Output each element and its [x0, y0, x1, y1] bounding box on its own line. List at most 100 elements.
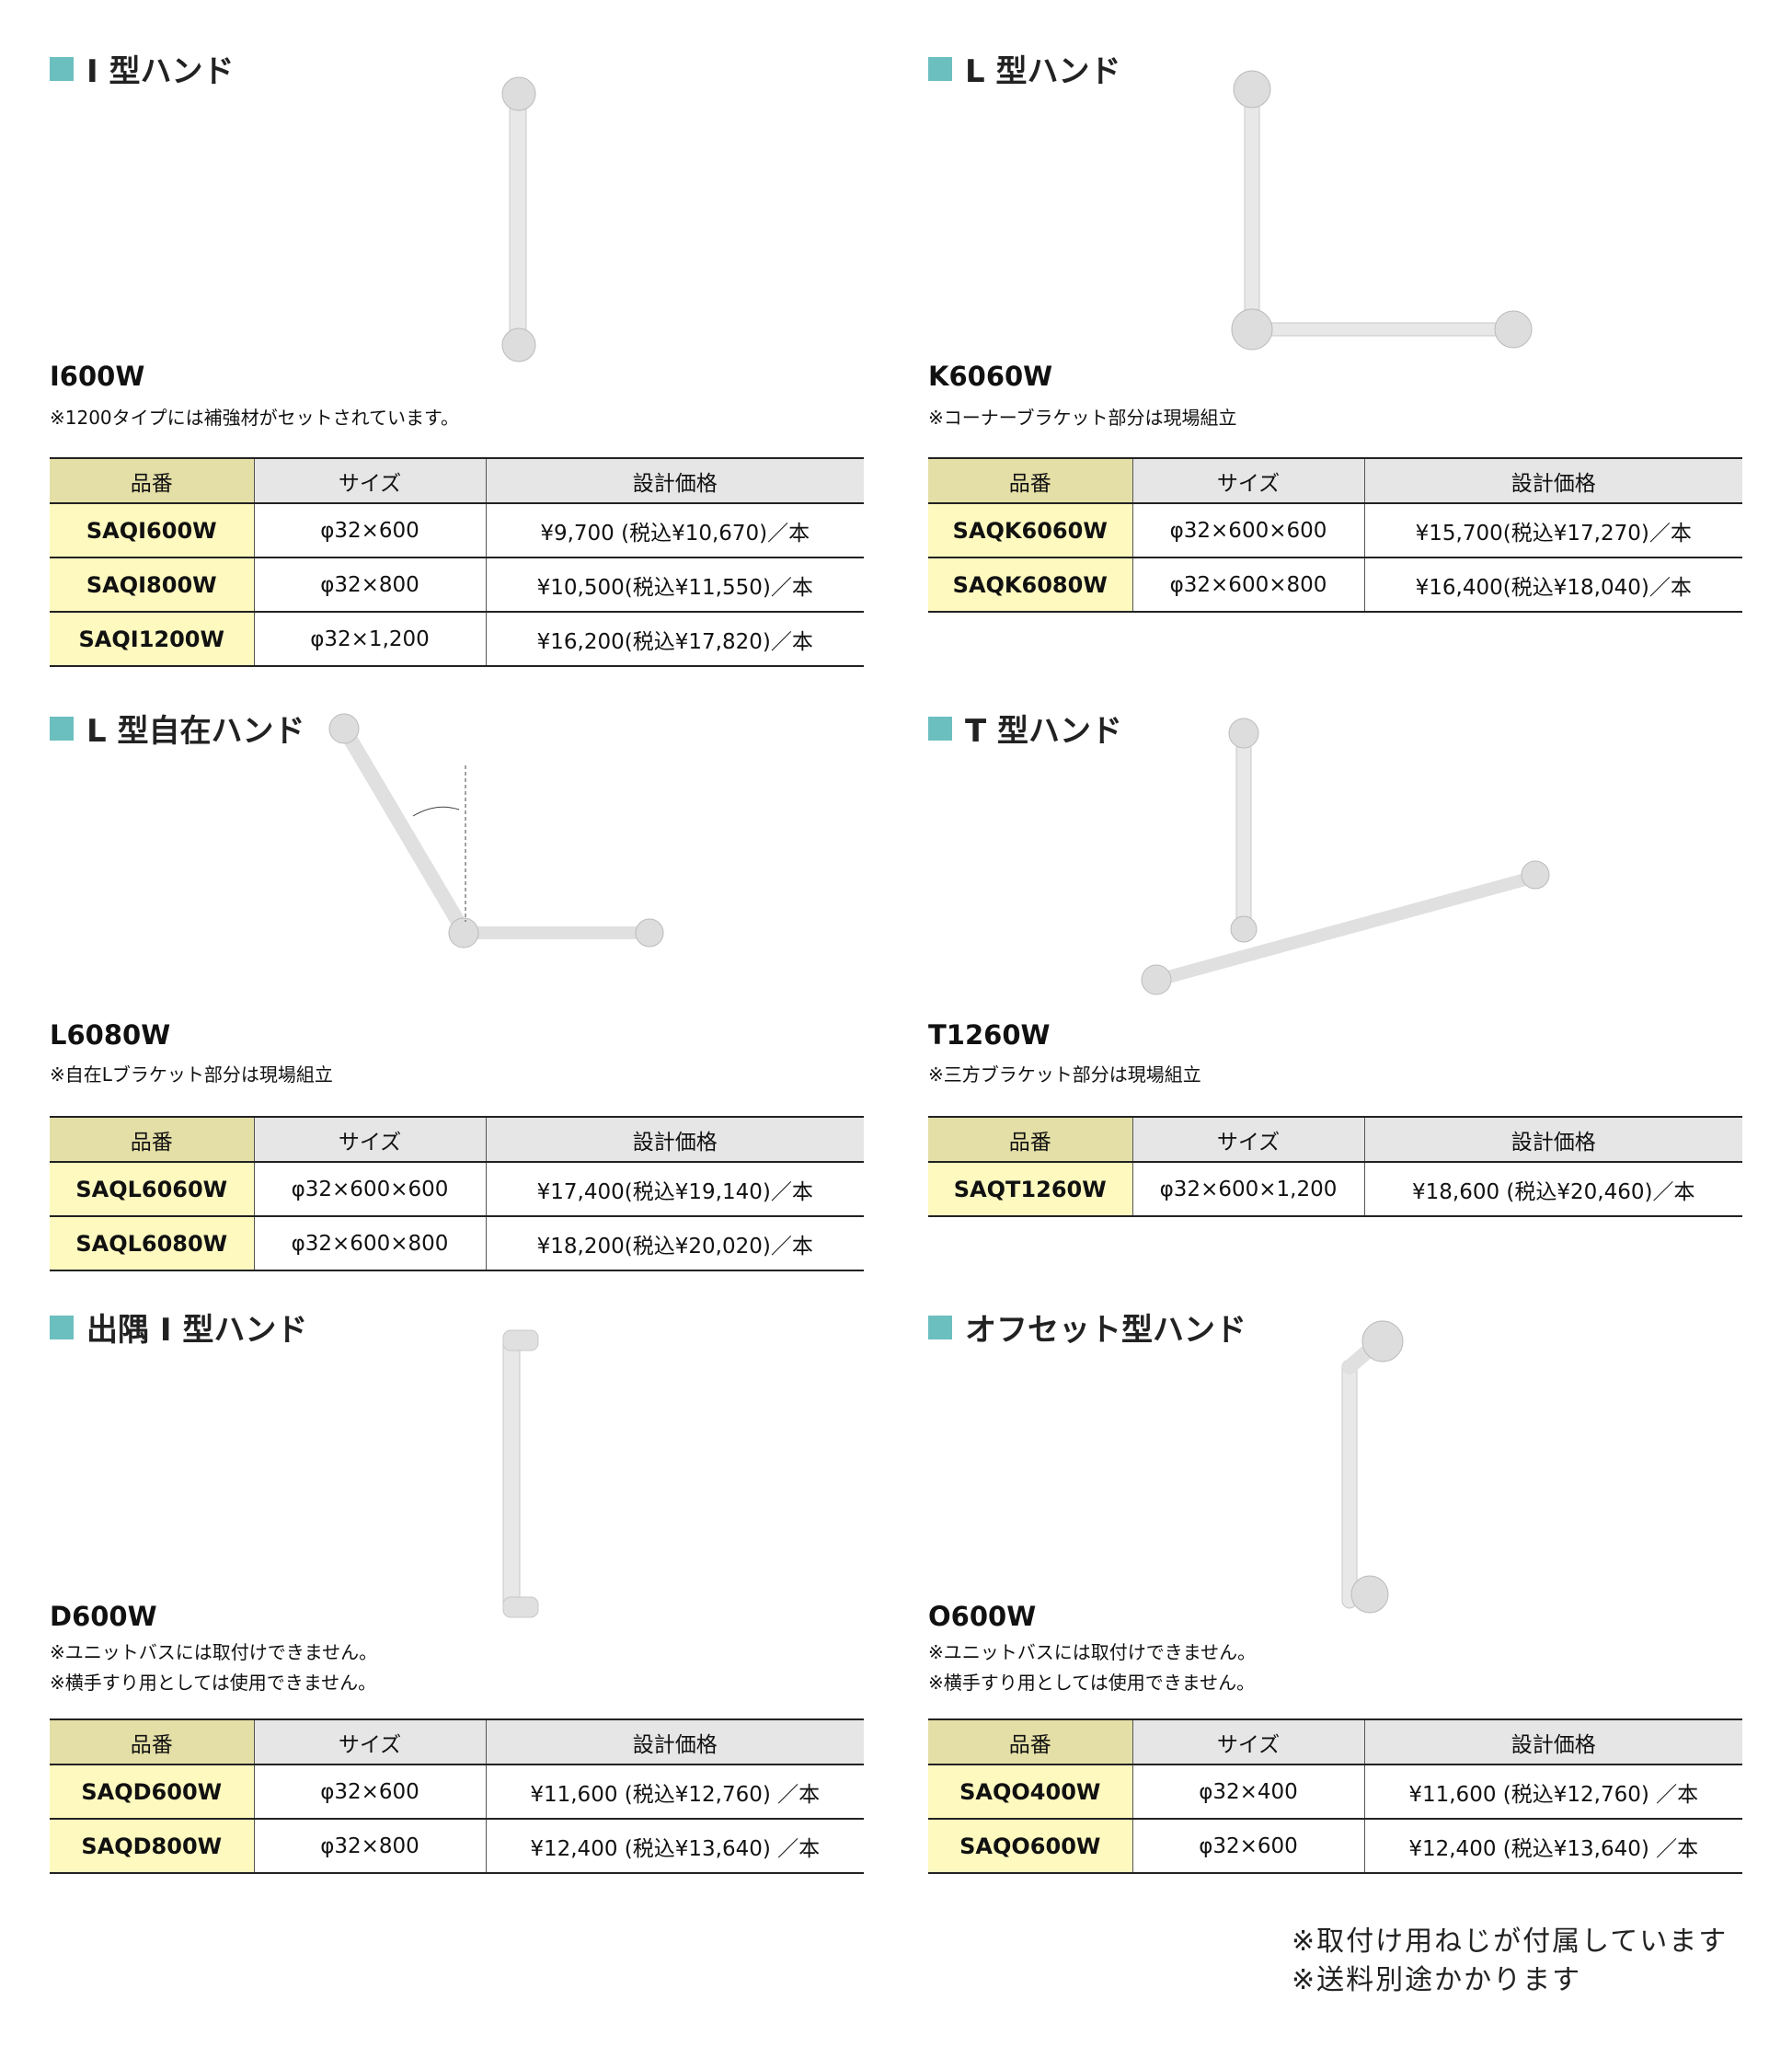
column-header: 設計価格	[485, 1718, 864, 1765]
note: ※コーナーブラケット部分は現場組立	[928, 407, 1237, 429]
column-header: 設計価格	[485, 457, 864, 504]
section-heading: L 型ハンド	[928, 46, 1121, 91]
note: ※横手すり用としては使用できません。	[50, 1672, 377, 1694]
section-title: I 型ハンド	[86, 53, 235, 90]
part-number-cell: SAQT1260W	[928, 1162, 1132, 1217]
note: ※三方ブラケット部分は現場組立	[928, 1063, 1201, 1086]
column-header: 品番	[928, 1718, 1132, 1765]
section-heading: 出隅 I 型ハンド	[50, 1305, 307, 1350]
price-cell: ¥11,600 (税込¥12,760) ／本	[485, 1764, 864, 1820]
column-header: サイズ	[253, 1116, 486, 1163]
section-heading: L 型自在ハンド	[50, 706, 305, 751]
column-header: 設計価格	[1363, 1116, 1742, 1163]
part-number-cell: SAQO400W	[928, 1764, 1132, 1820]
part-number-cell: SAQL6080W	[50, 1216, 254, 1271]
table-header-row: 品番サイズ設計価格	[50, 1718, 864, 1765]
section-title: 出隅 I 型ハンド	[86, 1312, 308, 1349]
part-number-cell: SAQK6060W	[928, 503, 1132, 558]
column-header: サイズ	[1131, 457, 1364, 504]
handrail-image	[487, 1321, 560, 1628]
model-name: T1260W	[928, 1019, 1051, 1051]
table-header-row: 品番サイズ設計価格	[50, 1116, 864, 1163]
size-cell: φ32×1,200	[253, 612, 486, 667]
column-header: 設計価格	[1363, 457, 1742, 504]
square-bullet-icon	[50, 716, 74, 741]
part-number-cell: SAQL6060W	[50, 1162, 254, 1217]
column-header: 品番	[50, 457, 254, 504]
model-name: K6060W	[928, 361, 1053, 392]
table-header-row: 品番サイズ設計価格	[928, 457, 1742, 504]
column-header: サイズ	[1131, 1116, 1364, 1163]
section-heading: T 型ハンド	[928, 706, 1122, 751]
square-bullet-icon	[50, 1315, 74, 1339]
price-cell: ¥17,400(税込¥19,140)／本	[485, 1162, 864, 1217]
square-bullet-icon	[928, 1315, 952, 1339]
column-header: 設計価格	[1363, 1718, 1742, 1765]
size-cell: φ32×600×800	[253, 1216, 486, 1271]
section-title: L 型自在ハンド	[86, 713, 305, 750]
part-number-cell: SAQD800W	[50, 1819, 254, 1874]
section-heading: I 型ハンド	[50, 46, 235, 91]
footer-note-shipping: ※送料別途かかります	[1292, 1964, 1582, 1996]
column-header: 品番	[928, 457, 1132, 504]
part-number-cell: SAQI1200W	[50, 612, 254, 667]
handrail-image	[482, 74, 556, 372]
model-name: D600W	[50, 1601, 157, 1632]
size-cell: φ32×600	[1131, 1819, 1364, 1874]
note: ※自在Lブラケット部分は現場組立	[50, 1063, 333, 1086]
part-number-cell: SAQO600W	[928, 1819, 1132, 1874]
size-cell: φ32×600×800	[1131, 557, 1364, 613]
note: ※ユニットバスには取付けできません。	[928, 1641, 1257, 1663]
size-cell: φ32×600×600	[1131, 503, 1364, 558]
handrail-image	[1223, 69, 1535, 367]
handrail-image	[1131, 713, 1554, 1011]
size-cell: φ32×400	[1131, 1764, 1364, 1820]
price-cell: ¥18,600 (税込¥20,460)／本	[1363, 1162, 1742, 1217]
note: ※1200タイプには補強材がセットされています。	[50, 407, 460, 429]
column-header: 品番	[50, 1116, 254, 1163]
handrail-image	[316, 701, 684, 981]
square-bullet-icon	[928, 716, 952, 741]
column-header: 品番	[50, 1718, 254, 1765]
size-cell: φ32×800	[253, 557, 486, 613]
price-cell: ¥10,500(税込¥11,550)／本	[485, 557, 864, 613]
section-heading: オフセット型ハンド	[928, 1305, 1246, 1350]
price-cell: ¥12,400 (税込¥13,640) ／本	[485, 1819, 864, 1874]
section-title: T 型ハンド	[965, 713, 1123, 750]
model-name: I600W	[50, 361, 145, 392]
footer-note-screws: ※取付け用ねじが付属しています	[1292, 1925, 1729, 1958]
note: ※横手すり用としては使用できません。	[928, 1672, 1256, 1694]
model-name: O600W	[928, 1601, 1037, 1632]
table-header-row: 品番サイズ設計価格	[928, 1718, 1742, 1765]
table-header-row: 品番サイズ設計価格	[50, 457, 864, 504]
column-header: 設計価格	[485, 1116, 864, 1163]
price-cell: ¥16,400(税込¥18,040)／本	[1363, 557, 1742, 613]
part-number-cell: SAQI600W	[50, 503, 254, 558]
table-header-row: 品番サイズ設計価格	[928, 1116, 1742, 1163]
square-bullet-icon	[50, 56, 74, 81]
model-name: L6080W	[50, 1019, 171, 1051]
size-cell: φ32×600	[253, 503, 486, 558]
